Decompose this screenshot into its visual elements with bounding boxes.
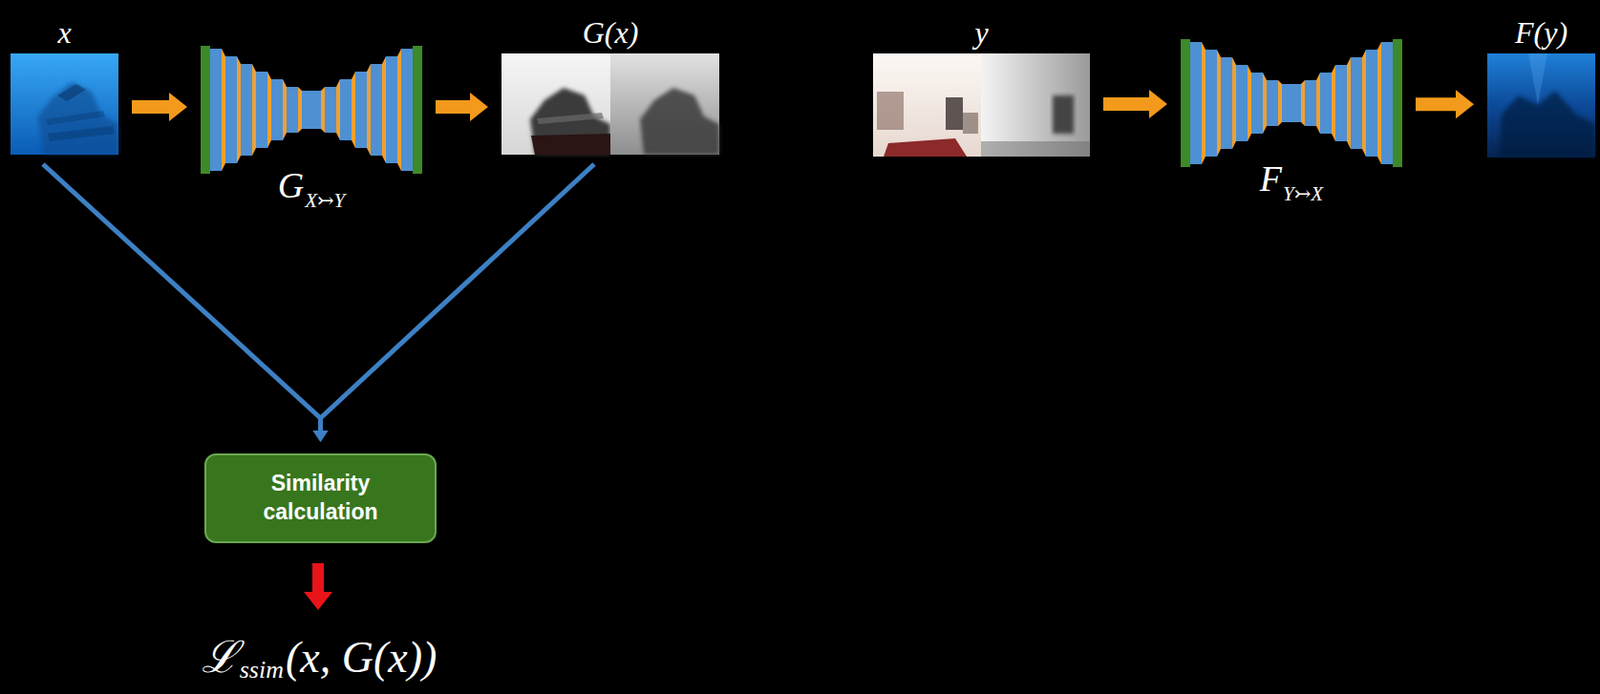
underwater-image — [10, 53, 119, 155]
formula-text: (x, G(x)) — [285, 634, 437, 683]
flow-arrow — [435, 92, 489, 122]
flow-arrow — [131, 92, 188, 122]
math-label: F(y) — [1449, 16, 1600, 50]
network-name: F — [1259, 158, 1282, 199]
flow-arrow — [1415, 89, 1474, 119]
encoder-decoder — [1180, 39, 1403, 168]
block-arrow — [1103, 89, 1168, 119]
input-image-pair — [873, 53, 1090, 157]
output-image-pair — [501, 53, 720, 155]
output-image: F(y) — [1487, 53, 1596, 158]
image-label: y — [834, 16, 1129, 50]
arrow-head — [313, 430, 329, 443]
image-label: G(x) — [463, 16, 758, 50]
process-text: Similarity calculation — [249, 469, 393, 528]
formula-subscript: ssim — [239, 657, 284, 685]
comparison-line — [42, 164, 329, 443]
comparison-line — [313, 164, 596, 443]
input-image-pair: y — [873, 53, 1090, 157]
network-subscript: Y↣X — [1282, 182, 1323, 206]
block-arrow — [131, 92, 188, 122]
image-label: x — [0, 16, 157, 50]
math-label: y — [834, 16, 1129, 50]
block-arrow — [1415, 89, 1474, 119]
block-arrow — [435, 92, 489, 122]
formula-text: ℒ — [201, 634, 238, 683]
image-label: F(y) — [1449, 16, 1600, 50]
connector-line — [42, 164, 321, 433]
underwater-image — [1487, 53, 1596, 158]
math-label: x — [0, 16, 157, 50]
arrow-head — [313, 430, 329, 443]
output-image-pair: G(x) — [501, 53, 720, 155]
network-name: G — [277, 165, 304, 206]
output-arrow — [303, 563, 333, 611]
connector-line — [320, 164, 596, 433]
math-label: G(x) — [463, 16, 758, 50]
network-label: FY↣X — [1142, 159, 1441, 200]
input-image: x — [10, 53, 119, 155]
process-box: Similarity calculation — [204, 453, 437, 544]
generator-network: GX↣Y — [200, 45, 423, 174]
encoder-decoder — [200, 45, 423, 174]
network-subscript: X↣Y — [304, 189, 345, 213]
generator-network: FY↣X — [1180, 39, 1403, 168]
network-label: GX↣Y — [162, 166, 461, 207]
flow-arrow — [1103, 89, 1168, 119]
